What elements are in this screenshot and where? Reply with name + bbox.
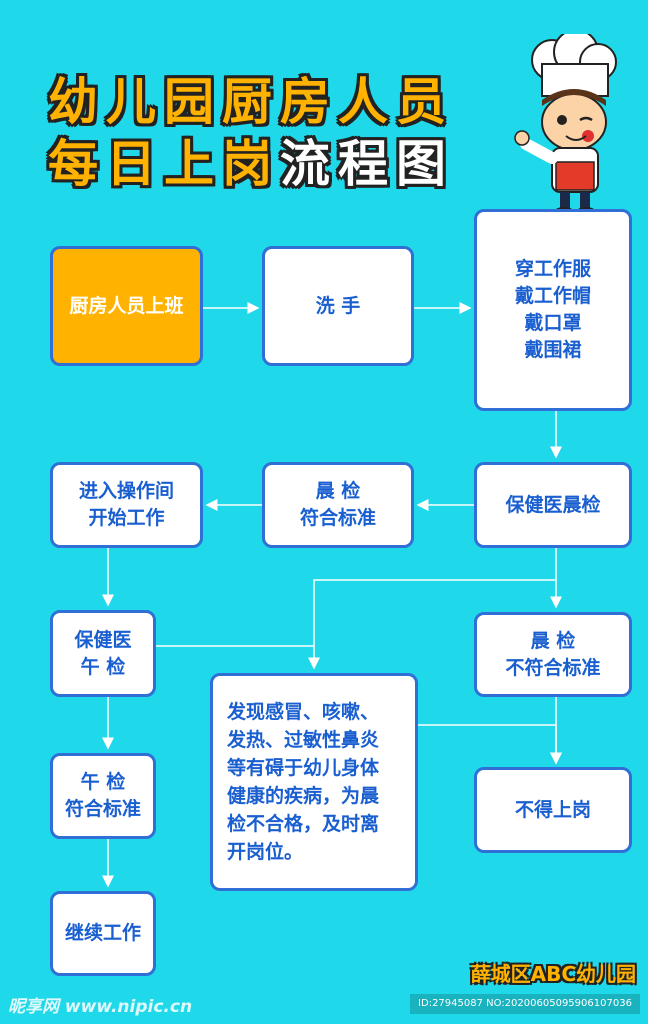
title-line-1: 幼儿园厨房人员 <box>48 73 454 131</box>
arrow-illness-to-stop <box>418 724 562 765</box>
node-morning-fail: 晨 检 不符合标准 <box>474 612 632 697</box>
node-enter-work: 进入操作间 开始工作 <box>50 462 203 548</box>
arrow-check-to-illness <box>308 579 556 670</box>
node-wash-hands: 洗 手 <box>262 246 414 366</box>
node-dress: 穿工作服 戴工作帽 戴口罩 戴围裙 <box>474 209 632 411</box>
node-health-check: 保健医晨检 <box>474 462 632 548</box>
node-noon-pass: 午 检 符合标准 <box>50 753 156 839</box>
node-continue-work: 继续工作 <box>50 891 156 976</box>
node-start: 厨房人员上班 <box>50 246 203 366</box>
site-watermark: 昵享网 www.nipic.cn <box>8 997 193 1017</box>
title-line-2-part-b: 流程图 <box>280 135 454 193</box>
image-id-strip: ID:27945087 NO:20200605095906107036 <box>410 994 640 1014</box>
chef-mascot-illustration <box>514 34 617 215</box>
node-morning-pass: 晨 检 符合标准 <box>262 462 414 548</box>
node-illness-note: 发现感冒、咳嗽、 发热、过敏性鼻炎 等有碍于幼儿身体 健康的疾病，为晨 检不合格… <box>210 673 418 891</box>
node-noon-check: 保健医 午 检 <box>50 610 156 697</box>
title-line-2-part-a: 每日上岗 <box>48 135 280 193</box>
title-line-2: 每日上岗流程图 <box>48 124 454 196</box>
chef-hat-icon <box>531 34 617 97</box>
node-not-allowed: 不得上岗 <box>474 767 632 853</box>
school-name: 薛城区ABC幼儿园 <box>470 962 636 986</box>
